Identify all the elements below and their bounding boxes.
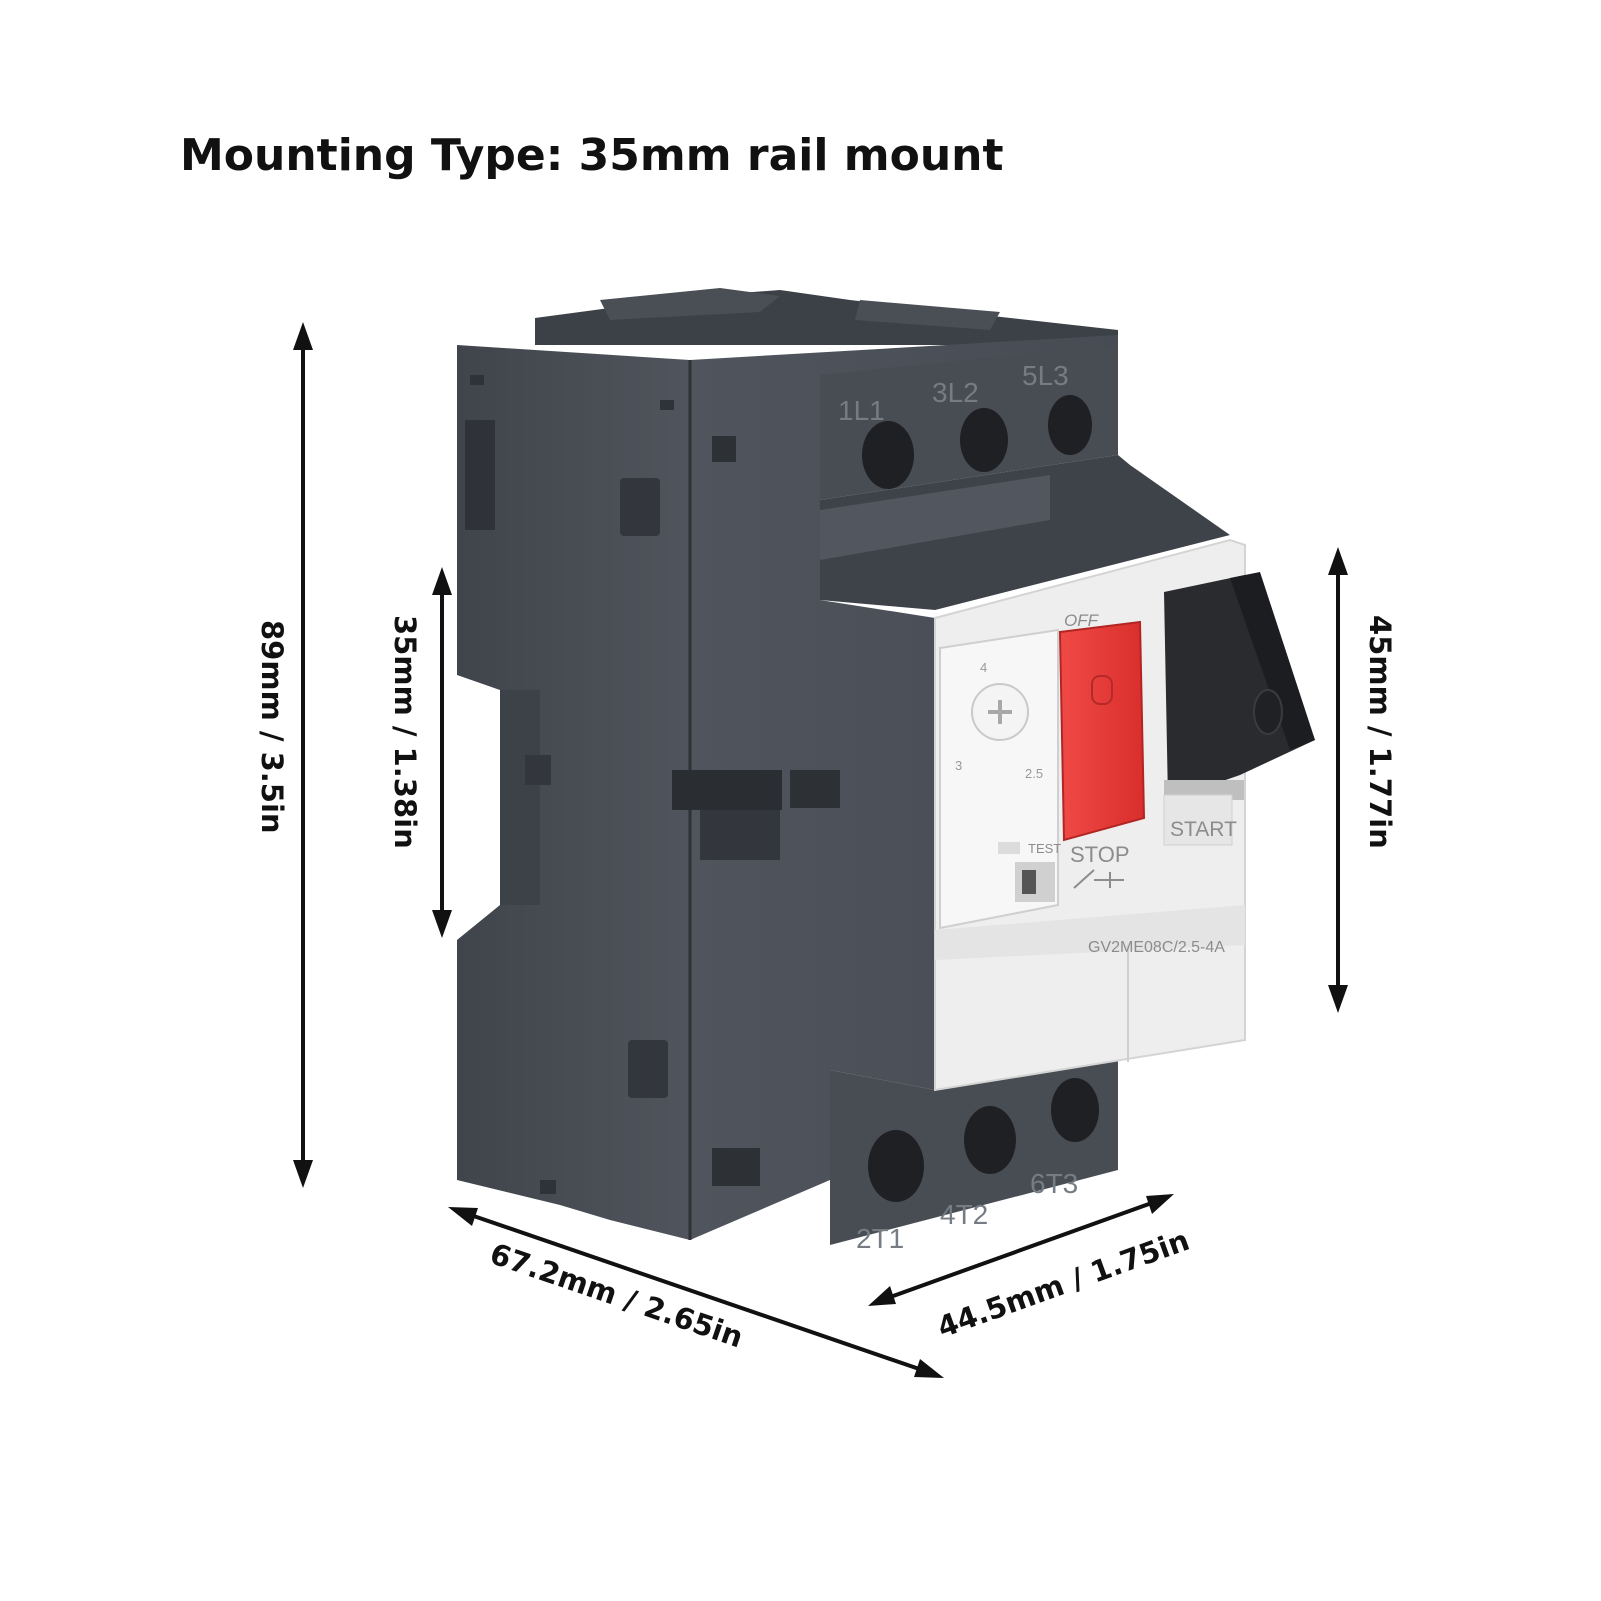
side-slot [465,420,495,530]
terminal-mark-2t1: 2T1 [856,1223,904,1254]
front-face [690,335,1118,1240]
dial-value-3: 3 [955,758,962,773]
dial-window [939,628,1059,930]
d-latch [628,1040,668,1098]
arrowhead [432,567,452,595]
test-label: TEST [1028,841,1061,856]
terminal-mark-4t2: 4T2 [940,1199,988,1230]
dimension-rail-35mm: 35mm / 1.38in [388,567,452,938]
terminal-shelf [820,455,1230,610]
top-ridge [600,288,780,320]
model-number: GV2ME08C/2.5-4A [1088,939,1225,956]
line-terminal-hole [862,421,914,489]
arrowhead [293,1160,313,1188]
dimension-height-89mm: 89mm / 3.5in [255,322,313,1188]
off-label: OFF [1064,611,1100,630]
arrowhead [1328,547,1348,575]
stop-label: STOP [1070,842,1130,867]
dial-value-4: 4 [980,660,987,675]
load-terminal-hole [1051,1078,1099,1142]
arrowhead [1146,1194,1174,1214]
load-terminal-markings: 2T1 4T2 6T3 [856,1168,1078,1254]
dimension-label-width: 44.5mm / 1.75in [933,1223,1194,1345]
motor-protection-breaker: 1L1 3L2 5L3 2T1 4T2 6T3 4 3 2.5 TEST OFF… [457,288,1315,1254]
arrowhead [868,1286,896,1306]
arrowhead [448,1207,478,1226]
top-ridge [855,300,1000,330]
arrowhead [432,910,452,938]
terminal-mark-5l3: 5L3 [1022,360,1069,391]
mounting-type-title: Mounting Type: 35mm rail mount [180,130,1004,181]
arrowhead [293,322,313,350]
dimension-label-height: 89mm / 3.5in [255,620,289,834]
load-terminal-hole [964,1106,1016,1174]
stop-button[interactable] [1058,620,1146,842]
terminal-mark-3l2: 3L2 [932,377,979,408]
din-rail-groove [500,690,540,905]
start-button[interactable] [1164,575,1315,800]
dimension-label-rail: 35mm / 1.38in [388,615,422,849]
dial-value-2-5: 2.5 [1025,766,1043,781]
start-label: START [1170,818,1237,841]
line-terminal-markings: 1L1 3L2 5L3 [838,360,1069,426]
line-terminal-hole [1048,395,1092,455]
arrowhead [1328,985,1348,1013]
dimension-label-panel: 45mm / 1.77in [1363,615,1397,849]
line-terminal-hole [960,408,1008,472]
side-face [457,345,690,1240]
arrowhead [914,1359,944,1378]
d-latch [620,478,660,536]
terminal-mark-6t3: 6T3 [1030,1168,1078,1199]
dimension-panel-45mm: 45mm / 1.77in [1328,547,1397,1013]
terminal-mark-1l1: 1L1 [838,395,885,426]
load-terminal-hole [868,1130,924,1202]
